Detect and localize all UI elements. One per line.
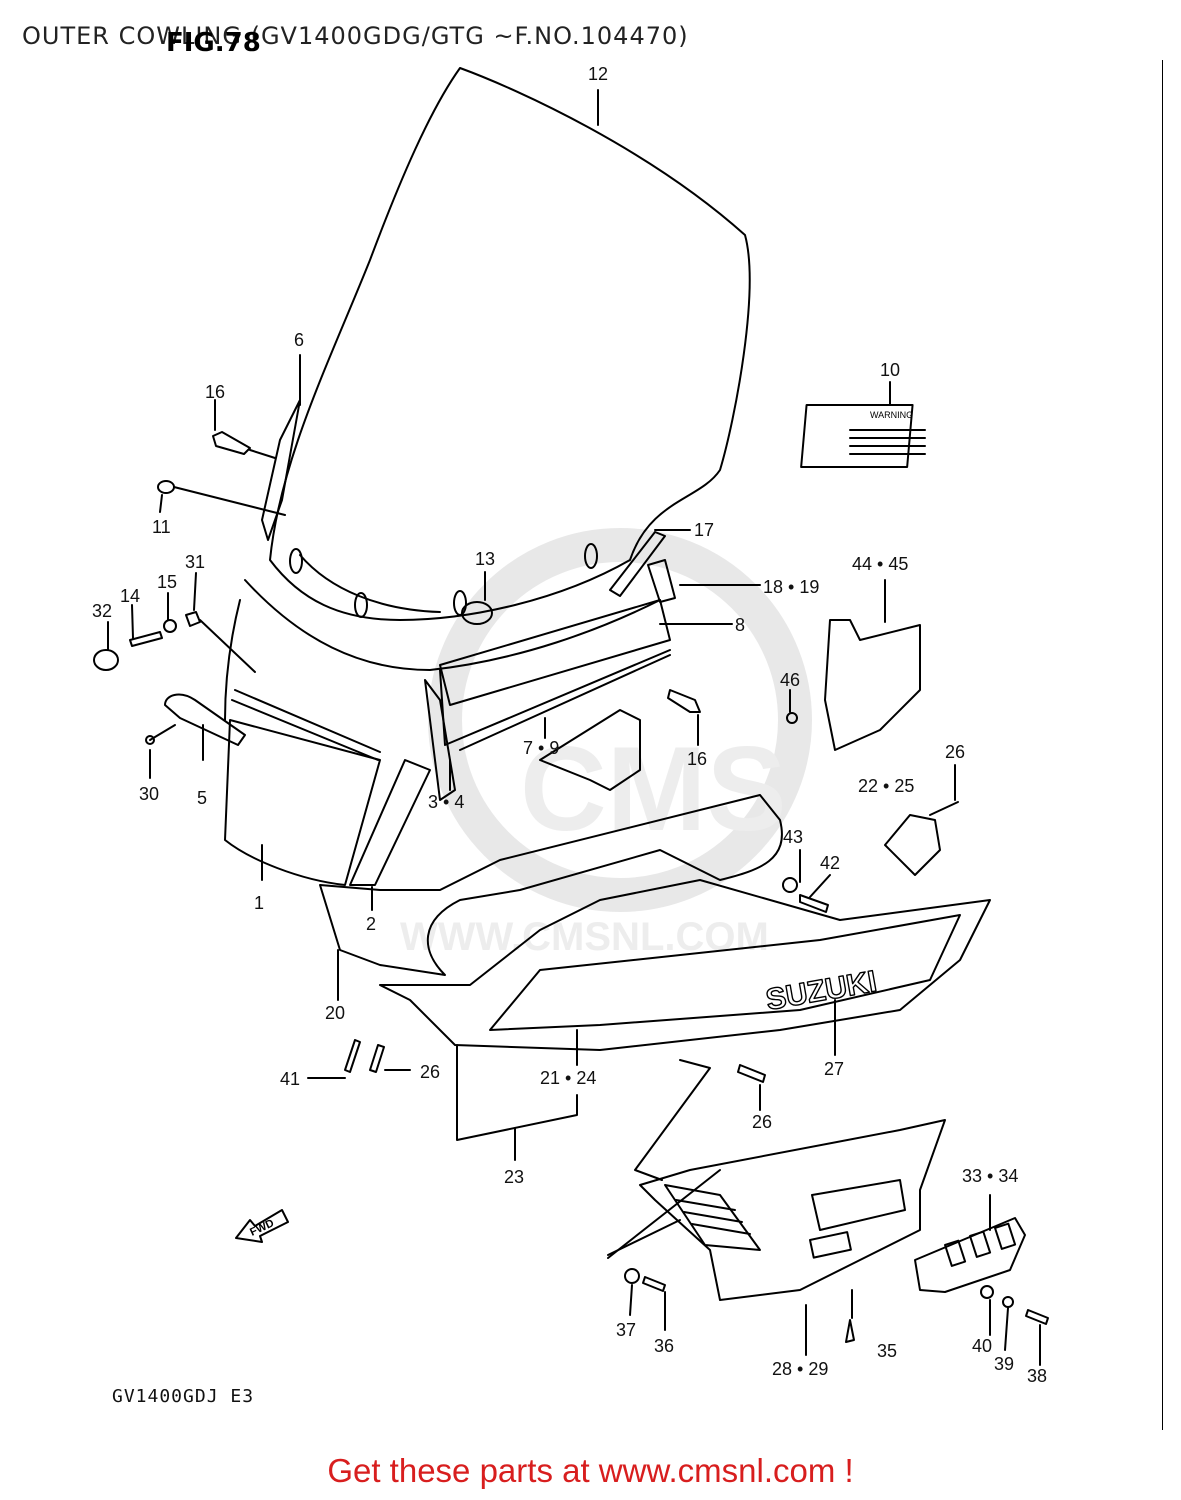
callout: 26 (752, 1112, 772, 1132)
callout: 31 (185, 552, 205, 572)
screw-36 (642, 1276, 666, 1292)
warning-label-10 (800, 404, 914, 468)
bracket-44-45 (824, 619, 921, 751)
callout: 11 (152, 517, 171, 537)
callout: 23 (504, 1167, 524, 1187)
model-code: GV1400GDJ E3 (112, 1386, 255, 1407)
callout: 2 (366, 914, 376, 934)
trim-2 (349, 759, 431, 886)
watermark-cms: CMS (520, 722, 787, 856)
callout: 16 (687, 749, 707, 769)
page-title: OUTER COWLING (GV1400GDG/GTG ~F.NO.10447… (22, 22, 689, 50)
figure-label: FIG.78 (166, 28, 261, 58)
callout: 37 (616, 1320, 636, 1340)
clip-18-19 (647, 559, 676, 603)
callout: 8 (735, 615, 745, 635)
washer-15 (163, 619, 177, 633)
bolt-16-right (667, 689, 701, 713)
windscreen-slot (289, 548, 303, 574)
callout: 43 (783, 827, 803, 847)
nut-31 (185, 611, 201, 627)
callout: 39 (994, 1354, 1014, 1374)
bracket-7-9 (539, 709, 641, 791)
parts-diagram: CMS WWW.CMSNL.COM (92, 64, 1049, 1386)
nut-40 (980, 1285, 994, 1299)
strip-17 (609, 531, 666, 597)
callout: 5 (197, 788, 207, 808)
callout: 27 (824, 1059, 844, 1079)
under-cowl-28-29 (639, 1119, 946, 1301)
bolt-16 (212, 431, 251, 455)
screw-30 (145, 735, 155, 745)
callout: 15 (157, 572, 177, 592)
upper-cowl (244, 579, 661, 671)
screw-46 (786, 712, 798, 724)
callout: 13 (475, 549, 495, 569)
washer-43 (782, 877, 798, 893)
suzuki-emblem: SUZUKI (763, 965, 879, 1017)
windscreen-slot (453, 590, 467, 616)
callout: 38 (1027, 1366, 1047, 1386)
lens-1 (224, 719, 381, 886)
callout: 36 (654, 1336, 674, 1356)
vent-slot (809, 1231, 852, 1259)
callout: 18 • 19 (763, 577, 819, 597)
panel-8 (439, 599, 671, 706)
bolt-42 (799, 894, 829, 913)
callout: 12 (588, 64, 608, 84)
callout: 6 (294, 330, 304, 350)
screw-11 (157, 480, 175, 494)
trim-strip-6 (261, 399, 301, 541)
callout: 1 (254, 893, 264, 913)
callout: 22 • 25 (858, 776, 914, 796)
callout: 41 (280, 1069, 300, 1089)
warning-label-text: WARNING (870, 410, 913, 420)
windscreen-slot (584, 543, 598, 569)
callout: 32 (92, 601, 112, 621)
grille-33-34 (914, 1217, 1026, 1293)
callout: 30 (139, 784, 159, 804)
callout: 14 (120, 586, 140, 606)
screw-35 (845, 1319, 855, 1343)
bolt-26-left (369, 1044, 385, 1073)
callout: 10 (880, 360, 900, 380)
callout: 26 (420, 1062, 440, 1082)
side-trim-3-4 (424, 679, 456, 801)
watermark: CMS WWW.CMSNL.COM (400, 528, 812, 959)
callout: 7 • 9 (523, 738, 559, 758)
bolt-14 (129, 631, 163, 647)
callout: 20 (325, 1003, 345, 1023)
bracket-22-25 (884, 814, 941, 876)
screw-38 (1025, 1309, 1049, 1325)
bolt-41 (344, 1039, 361, 1073)
cap-32 (93, 649, 119, 671)
bracket-5 (164, 693, 246, 746)
windscreen-slot (354, 592, 368, 618)
washer-37 (624, 1268, 640, 1284)
lower-cowl-20 (319, 794, 783, 976)
callout: 42 (820, 853, 840, 873)
washer-39 (1002, 1296, 1014, 1308)
callout: 26 (945, 742, 965, 762)
bolt-26-mid (737, 1064, 766, 1083)
lower-panel-21-24 (379, 879, 991, 1051)
callout: 40 (972, 1336, 992, 1356)
windscreen (269, 67, 751, 621)
callout: 33 • 34 (962, 1166, 1018, 1186)
callout: 3 • 4 (428, 792, 464, 812)
footer-link[interactable]: Get these parts at www.cmsnl.com ! (327, 1452, 854, 1489)
callout: 16 (205, 382, 225, 402)
page-edge-line (1162, 60, 1163, 1430)
callout: 17 (694, 520, 714, 540)
callout: 28 • 29 (772, 1359, 828, 1379)
fwd-arrow (235, 1209, 289, 1243)
callout: 44 • 45 (852, 554, 908, 574)
callout: 21 • 24 (540, 1068, 596, 1088)
callout: 46 (780, 670, 800, 690)
grommet-13 (461, 601, 493, 625)
callout: 35 (877, 1341, 897, 1361)
air-vent (664, 1184, 761, 1251)
